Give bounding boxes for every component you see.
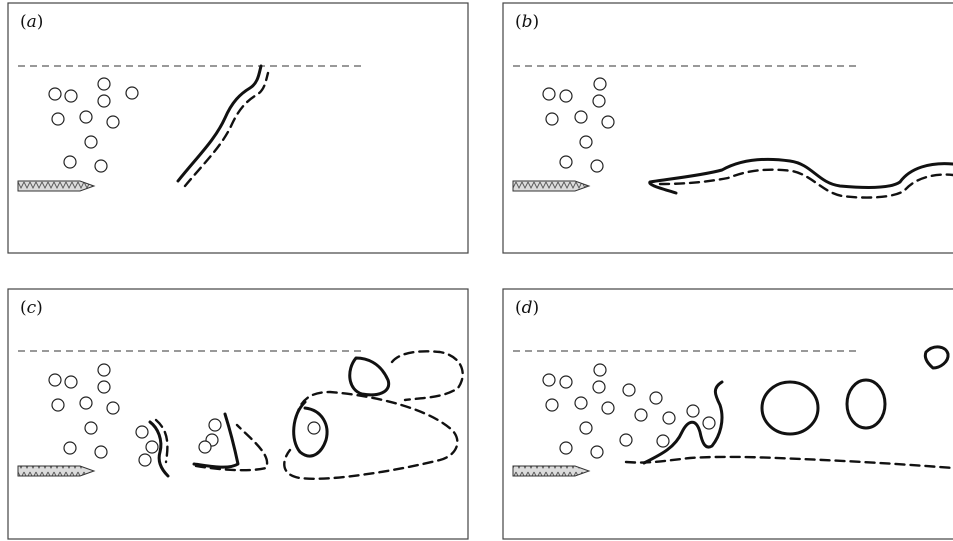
- dashed-fragment-2: [194, 423, 269, 472]
- bubble: [559, 155, 573, 169]
- panel-a: (a): [7, 2, 469, 254]
- bubble: [48, 373, 62, 387]
- panel-d-frame: [502, 288, 953, 540]
- bubble: [542, 373, 556, 387]
- panel-c-label: (c): [20, 298, 43, 318]
- bubble: [97, 363, 111, 377]
- interface-dashed: [624, 455, 953, 470]
- bubble: [51, 398, 65, 412]
- panel-b-label: (b): [515, 12, 539, 32]
- panel-b: (b): [502, 2, 953, 254]
- bubble: [634, 408, 648, 422]
- bubble: [106, 115, 120, 129]
- interface-dashed: [154, 350, 464, 480]
- bubble: [619, 433, 633, 447]
- bubble: [702, 416, 716, 430]
- panel-c-frame: [7, 288, 469, 540]
- bubble: [590, 445, 604, 459]
- bubble: [94, 159, 108, 173]
- interface-solid: [176, 64, 263, 183]
- dashed-fragment-1: [154, 418, 169, 464]
- vortex-fragment-2: [192, 412, 240, 469]
- bubble: [579, 421, 593, 435]
- bubble: [51, 112, 65, 126]
- bubble: [97, 94, 111, 108]
- nozzle-icon: [17, 465, 96, 477]
- bubble: [208, 418, 222, 432]
- interface-solid: [148, 356, 391, 478]
- dashed-fragment-4: [283, 390, 459, 480]
- interface-dashed: [658, 168, 953, 199]
- bubble: [48, 87, 62, 101]
- nozzle-icon: [17, 180, 96, 192]
- bubble: [106, 401, 120, 415]
- bubble: [64, 375, 78, 389]
- bubble: [79, 396, 93, 410]
- bubbles: [542, 77, 615, 173]
- nozzle-icon: [512, 465, 591, 477]
- bubble: [97, 380, 111, 394]
- bubble: [94, 445, 108, 459]
- bubble: [574, 396, 588, 410]
- bubble: [601, 115, 615, 129]
- interface-solid: [642, 345, 950, 465]
- panel-d-label: (d): [515, 298, 539, 318]
- bubble: [125, 86, 139, 100]
- bubble: [579, 135, 593, 149]
- bubble: [590, 159, 604, 173]
- vortex-fragment-1: [642, 380, 724, 465]
- bubble: [79, 110, 93, 124]
- bubble: [686, 404, 700, 418]
- bubble: [662, 411, 676, 425]
- bubble: [135, 425, 149, 439]
- interface-dashed: [183, 71, 270, 188]
- vortex-fragment-3: [292, 400, 329, 458]
- bubble: [542, 87, 556, 101]
- bubble: [198, 440, 212, 454]
- bubble: [63, 155, 77, 169]
- bubble: [559, 89, 573, 103]
- panel-c: (c): [7, 288, 469, 540]
- bubble: [559, 375, 573, 389]
- bubble: [545, 398, 559, 412]
- bubble: [574, 110, 588, 124]
- panel-b-frame: [502, 2, 953, 254]
- panel-a-label: (a): [20, 12, 43, 32]
- bubble: [64, 89, 78, 103]
- bubble: [622, 383, 636, 397]
- bubble: [145, 440, 159, 454]
- bubble: [649, 391, 663, 405]
- bubble: [601, 401, 615, 415]
- bubbles: [48, 77, 139, 173]
- nozzle-icon: [512, 180, 591, 192]
- vortex-ring-3: [923, 345, 950, 370]
- bubble: [63, 441, 77, 455]
- bubble: [593, 363, 607, 377]
- bubble: [138, 453, 152, 467]
- bubble: [307, 421, 321, 435]
- panel-d: (d): [502, 288, 953, 540]
- dashed-fragment-3: [390, 350, 464, 402]
- bubble: [592, 380, 606, 394]
- bubble: [84, 135, 98, 149]
- vortex-ring-2: [845, 378, 887, 430]
- bubble: [656, 434, 670, 448]
- bubble: [84, 421, 98, 435]
- bubble: [593, 77, 607, 91]
- bubble: [559, 441, 573, 455]
- vortex-ring-1: [760, 380, 820, 436]
- bubble: [97, 77, 111, 91]
- panel-a-frame: [7, 2, 469, 254]
- vortex-fragment-1: [148, 420, 170, 478]
- vortex-fragment-4: [348, 356, 391, 397]
- bubble: [592, 94, 606, 108]
- interface-solid: [648, 157, 953, 195]
- bubbles: [48, 363, 321, 467]
- bubbles: [542, 363, 716, 459]
- bubble: [545, 112, 559, 126]
